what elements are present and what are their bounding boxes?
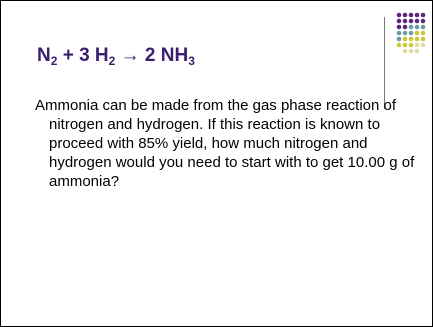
title-h-sub: 2 [108, 54, 116, 68]
slide-title: N2 + 3 H2 → 2 NH3 [37, 45, 195, 67]
dot-grid-decoration [396, 12, 426, 54]
slide-body-text: Ammonia can be made from the gas phase r… [35, 97, 415, 190]
vertical-divider [384, 17, 385, 109]
title-n-sub: 2 [50, 54, 58, 68]
title-nh-sub: 3 [188, 54, 195, 68]
title-nh: → 2 NH [115, 45, 189, 66]
title-n: N [37, 45, 51, 66]
title-h: + 3 H [57, 45, 109, 66]
